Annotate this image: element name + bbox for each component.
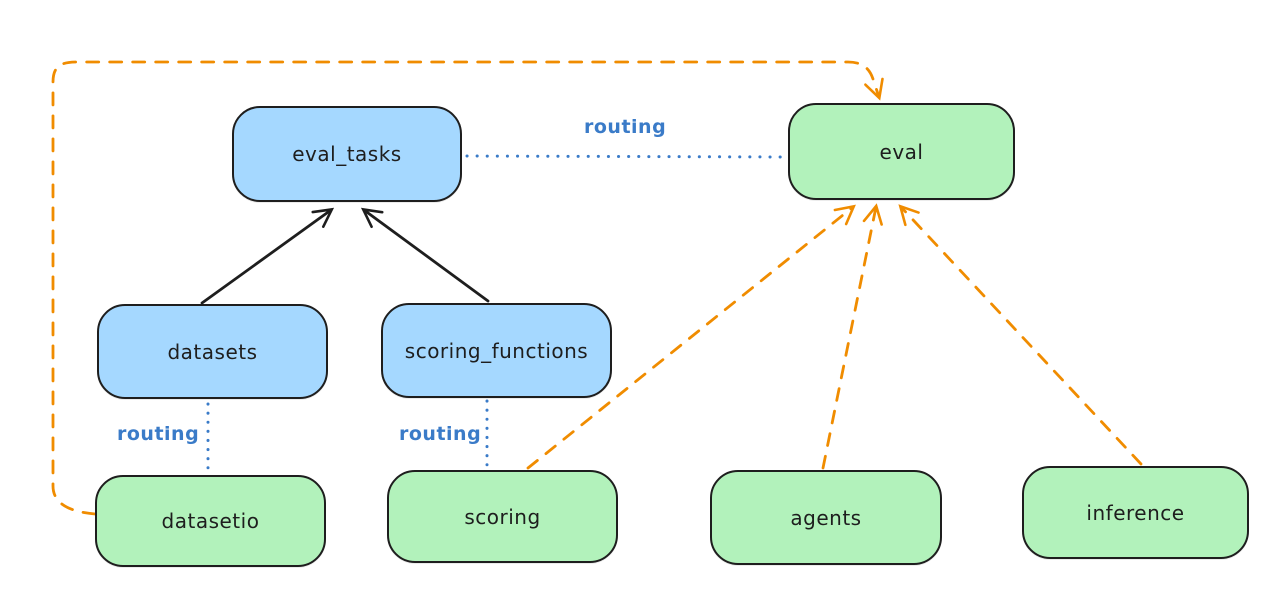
node-agents: agents <box>710 470 942 565</box>
node-datasetio: datasetio <box>95 475 326 567</box>
node-scoring-functions-label: scoring_functions <box>404 338 589 363</box>
node-eval-label: eval <box>879 139 924 164</box>
edge-scoring-functions-to-eval-tasks <box>360 207 490 303</box>
node-inference-label: inference <box>1086 500 1185 525</box>
node-eval-tasks-label: eval_tasks <box>292 142 402 166</box>
node-scoring-functions: scoring_functions <box>381 303 612 398</box>
node-eval-tasks: eval_tasks <box>232 106 462 202</box>
node-datasets-label: datasets <box>167 339 258 364</box>
edge-datasetio-to-eval-loop <box>51 60 884 516</box>
edge-scoring-to-eval <box>526 204 856 470</box>
node-eval: eval <box>788 103 1015 200</box>
edge-eval-tasks-to-eval-routing <box>465 154 788 159</box>
node-scoring-label: scoring <box>464 504 541 529</box>
routing-label-scoring-functions-scoring: routing <box>399 423 482 445</box>
routing-label-eval-tasks-eval: routing <box>584 116 667 138</box>
edge-inference-to-eval <box>898 204 1143 466</box>
routing-label-datasets-datasetio: routing <box>117 423 200 445</box>
node-datasets: datasets <box>97 304 328 399</box>
node-inference: inference <box>1022 466 1249 559</box>
edge-datasets-to-eval-tasks <box>200 207 335 305</box>
node-datasetio-label: datasetio <box>161 509 260 533</box>
node-scoring: scoring <box>387 470 618 563</box>
edge-agents-to-eval <box>821 203 883 470</box>
node-agents-label: agents <box>790 505 862 530</box>
